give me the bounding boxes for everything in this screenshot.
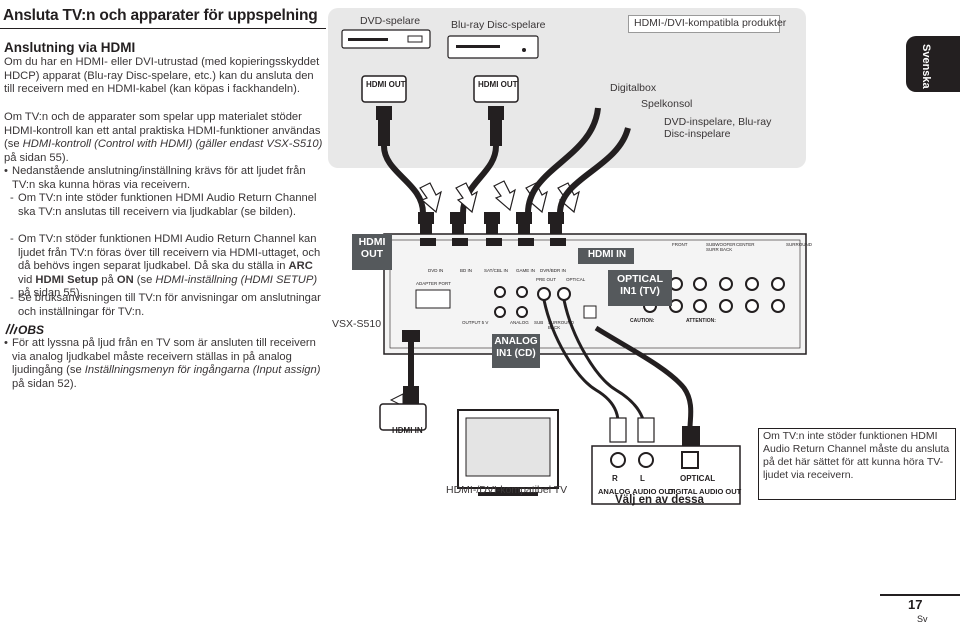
tv-icon (457, 409, 559, 496)
attention-label: ATTENTION: (686, 318, 716, 324)
receiver-hdmi-out-label: HDMI OUT (358, 236, 386, 260)
obs-note: • För att lyssna på ljud från en TV som … (4, 337, 321, 390)
page-title: Ansluta TV:n och apparater för uppspelni… (3, 7, 318, 24)
optical-small-label: OPTICAL (566, 277, 586, 282)
recorder-label: DVD-inspelare, Blu-ray Disc-inspelare (664, 116, 772, 140)
rear-label: DVR/BDR IN (540, 268, 567, 273)
title-rule (0, 6, 326, 29)
tv-label: HDMI-/DVI-kompatibel TV (446, 484, 568, 496)
surr-back-label: SURROUND BACK (548, 320, 575, 330)
dvd-player-label: DVD-spelare (360, 15, 421, 27)
tv-optical-label: OPTICAL (680, 474, 716, 483)
tv-hdmi-in-label: HDMI IN (392, 426, 423, 435)
page-language: Sv (917, 614, 928, 624)
spelkonsol-label: Spelkonsol (641, 98, 693, 110)
language-tab-label: Svenska (920, 44, 932, 89)
obs-heading: OBS (18, 323, 45, 337)
dvd-hdmi-out-label: HDMI OUT (366, 80, 406, 89)
note-icon (5, 323, 18, 335)
output-label: OUTPUT 5 V (462, 320, 489, 325)
section-heading: Anslutning via HDMI (4, 40, 136, 55)
arc-note-box (758, 428, 956, 500)
tv-r-label: R (612, 474, 618, 483)
connection-diagram (341, 29, 807, 505)
bluray-player-label: Blu-ray Disc-spelare (451, 19, 546, 31)
bullet-item: • Nedanstående anslutning/inställning kr… (4, 165, 306, 191)
optical-in-label: OPTICAL IN1 (TV) (616, 273, 664, 297)
hdmi-in-label: HDMI IN (587, 249, 627, 260)
page-number-rule (880, 594, 960, 596)
hdmi-products-box (628, 15, 780, 33)
analog-audio-out-label: ANALOG AUDIO OUT (598, 487, 675, 496)
language-tab (906, 36, 960, 92)
adapter-port-label: ADAPTER PORT (416, 281, 451, 286)
page-number: 17 (908, 597, 923, 612)
rear-label: DVD IN (428, 268, 444, 273)
rear-label: BD IN (460, 268, 473, 273)
dash-item: - Om TV:n inte stöder funktionen HDMI Au… (10, 192, 317, 218)
dvd-player-icon (341, 29, 431, 49)
hdmi-control-paragraph: Om TV:n och de apparater som spelar upp … (4, 111, 323, 164)
dash-item: - Om TV:n stöder funktionen HDMI Audio R… (10, 233, 321, 300)
digitalbox-label: Digitalbox (610, 82, 657, 94)
choose-one-label: Välj en av dessa (615, 494, 704, 506)
intro-paragraph: Om du har en HDMI- eller DVI-utrustad (m… (4, 56, 320, 96)
model-label: VSX-S510 (332, 318, 382, 330)
bluray-player-icon (447, 35, 539, 59)
preout-label: PRE OUT (536, 277, 557, 282)
subwoofer-label: SUBWOOFER SURR BACK (706, 242, 736, 252)
analog-in-label: ANALOG IN1 (CD) (494, 336, 538, 359)
front-label: FRONT (672, 242, 688, 247)
bluray-hdmi-out-label: HDMI OUT (478, 80, 518, 89)
center-label: CENTER (736, 242, 755, 247)
dash-item: - Se bruksanvisningen till TV:n för anvi… (10, 292, 321, 318)
surround-label: SURROUND (786, 242, 813, 247)
sub-label: SUB (534, 320, 544, 325)
analog-small-label: ANALOG (510, 320, 529, 325)
rear-label: SAT/CBL IN (484, 268, 509, 273)
rear-label: GAME IN (516, 268, 536, 273)
digital-audio-out-label: DIGITAL AUDIO OUT (668, 487, 742, 496)
hdmi-products-label: HDMI-/DVI-kompatibla produkter (634, 17, 787, 29)
tv-l-label: L (640, 474, 645, 483)
arc-note-text: Om TV:n inte stöder funktionen HDMI Audi… (763, 430, 950, 481)
caution-label: CAUTION: (630, 318, 655, 324)
